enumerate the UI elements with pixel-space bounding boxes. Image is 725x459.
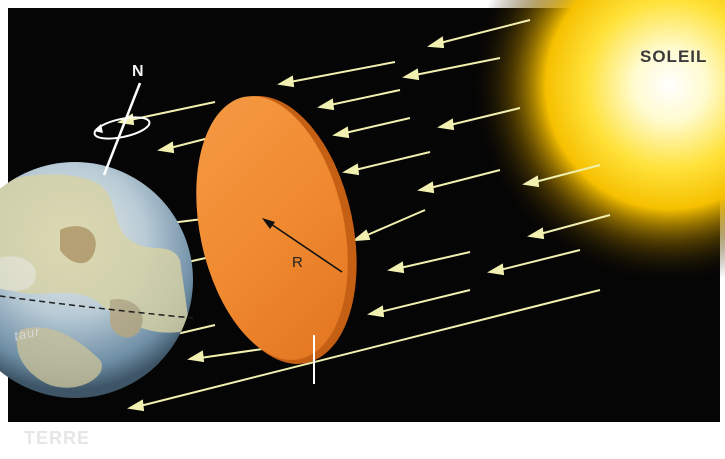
ray-arrow-icon [527,214,611,240]
radius-label: R [292,254,304,271]
ray-arrow-icon [342,151,431,176]
north-label: N [132,63,145,80]
sun-label: SOLEIL [640,47,708,66]
earth-axis [102,82,142,176]
ray-arrow-icon [332,117,411,139]
radius-arrow-icon [262,218,275,229]
ray-arrow-icon [277,61,396,88]
ray-arrow-icon [127,289,601,412]
ray-arrow-icon [402,57,501,81]
ray-arrow-icon [351,209,426,242]
ray-arrow-icon [417,169,501,194]
ray-arrow-icon [317,89,401,111]
ray-arrow-icon [387,251,471,274]
ray-arrow-icon [522,164,601,188]
earth-label: TERRE [24,428,91,448]
ray-arrow-icon [487,249,581,276]
ray-arrow-icon [427,19,531,49]
radius-arrow [267,221,343,273]
ray-arrow-icon [367,289,471,318]
ray-arrow-icon [437,107,521,131]
sun [460,0,725,295]
rotation-arrow-icon [93,116,151,140]
projection-disk [196,96,357,384]
earth [0,82,194,398]
